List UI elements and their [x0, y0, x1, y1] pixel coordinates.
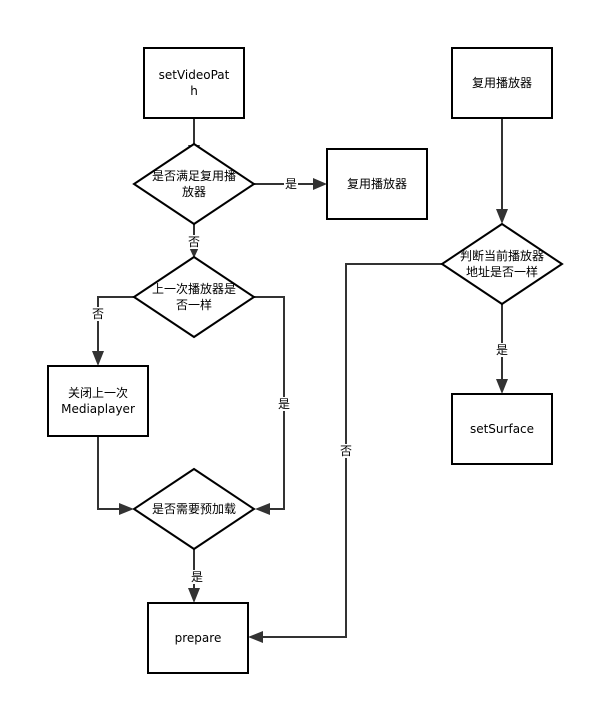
arrow-head-left: [255, 503, 270, 515]
node-set-surface-box: [451, 393, 553, 465]
node-can-reuse-player-diamond: [132, 142, 256, 226]
edge-label-yes-surface: 是: [494, 343, 510, 357]
edge-label-no-address-prepare: 否: [338, 444, 354, 458]
node-reuse-player-left: 复用播放器: [346, 177, 407, 191]
arrow-head-down: [496, 209, 508, 224]
node-need-preload-diamond: [132, 467, 256, 551]
edge-label-yes-preload: 是: [276, 397, 292, 411]
node-need-preload: 是否需要预加载: [151, 502, 236, 516]
arrow-head-down: [188, 588, 200, 603]
edge-same-check-to-close: [97, 296, 134, 352]
arrow-head-down: [496, 379, 508, 394]
node-close-last-player-box: [47, 365, 149, 437]
node-set-surface: setSurface: [469, 422, 535, 436]
edge-label-no-same-check: 否: [186, 235, 202, 249]
node-set-video-path-box: [143, 47, 245, 119]
node-reuse-player-right-box: [451, 47, 553, 119]
node-same-as-last-player-diamond: [132, 255, 256, 339]
node-same-player-address-diamond: [440, 222, 564, 306]
node-prepare: prepare: [174, 631, 222, 645]
node-prepare-box: [147, 602, 249, 674]
node-reuse-player-left-box: [326, 148, 428, 220]
node-reuse-player-right: 复用播放器: [471, 76, 532, 90]
edge-label-no-close: 否: [90, 307, 106, 321]
node-same-as-last-player: 上一次播放器是 否一样: [151, 282, 236, 312]
arrow-head-left: [248, 631, 263, 643]
edge-label-yes-reuse: 是: [283, 177, 299, 191]
arrow-head-right: [119, 503, 134, 515]
node-set-video-path: setVideoPat h: [158, 68, 230, 98]
arrow-head-down: [92, 351, 104, 366]
arrow-heads: [92, 145, 508, 643]
node-same-player-address: 判断当前播放器 地址是否一样: [459, 249, 544, 279]
node-close-last-player: 关闭上一次 Mediaplayer: [61, 386, 135, 416]
node-can-reuse-player: 是否满足复用播 放器: [151, 169, 236, 199]
arrow-head-right: [313, 178, 327, 190]
edge-close-to-preload: [97, 436, 121, 510]
edge-label-yes-prepare: 是: [189, 570, 205, 584]
shapes: [47, 47, 564, 674]
